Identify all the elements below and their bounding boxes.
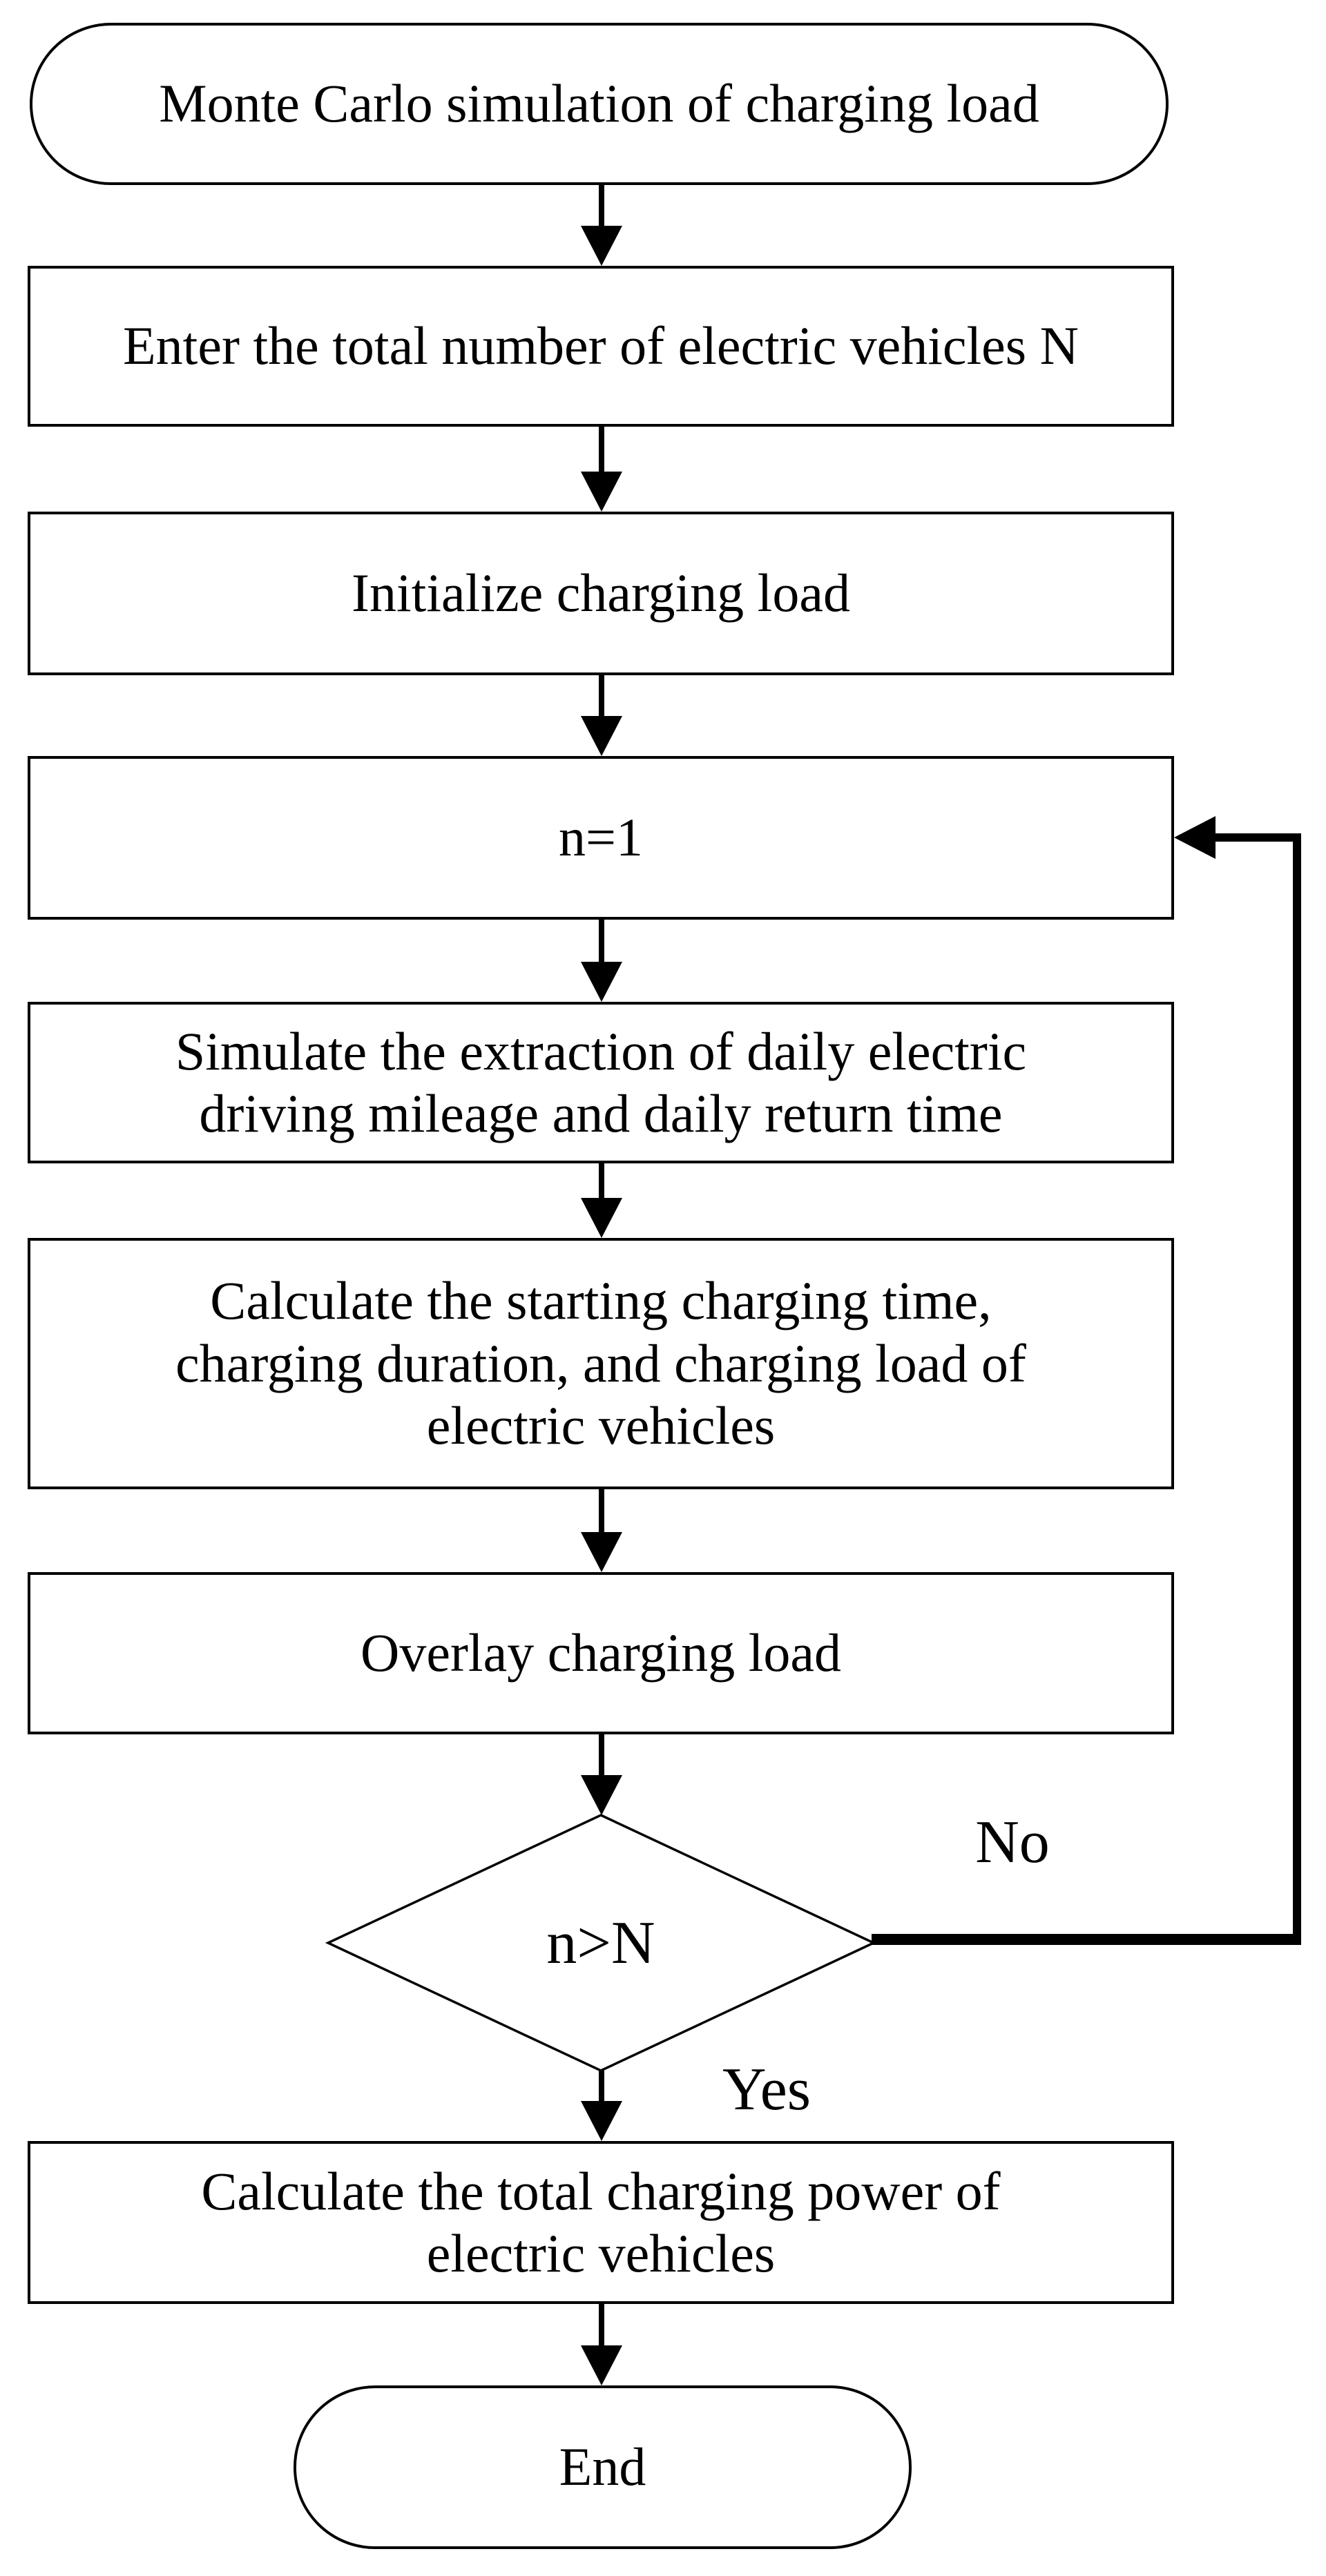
node-simulate: Simulate the extraction of daily electri… (28, 1002, 1174, 1163)
edge-label-no: No (975, 1808, 1050, 1876)
node-calc-total: Calculate the total charging power of el… (28, 2141, 1174, 2304)
arrowhead-enter-to-initialize (581, 472, 622, 512)
arrowhead-simulate-to-calcstart (581, 1198, 622, 1238)
node-calc-start-label: Calculate the starting charging time, ch… (175, 1270, 1026, 1456)
arrowhead-no-branch-to-n1 (1174, 816, 1216, 859)
connector-enter-to-initialize (599, 427, 604, 474)
arrowhead-calctotal-to-end (581, 2345, 622, 2385)
arrowhead-decision-to-calctotal (581, 2101, 622, 2141)
connector-initialize-to-n1 (599, 675, 604, 718)
node-simulate-label: Simulate the extraction of daily electri… (175, 1020, 1027, 1143)
no-branch-line-top (1213, 833, 1301, 842)
node-start: Monte Carlo simulation of charging load (30, 23, 1169, 185)
connector-start-to-enter (599, 185, 604, 228)
node-n-equals-1: n=1 (28, 756, 1174, 920)
node-start-label: Monte Carlo simulation of charging load (159, 73, 1039, 134)
node-calc-total-label: Calculate the total charging power of el… (201, 2160, 1001, 2283)
node-initialize: Initialize charging load (28, 512, 1174, 675)
arrowhead-calcstart-to-overlay (581, 1532, 622, 1572)
node-decision-label: n>N (546, 1909, 655, 1977)
node-n-equals-1-label: n=1 (559, 807, 643, 868)
connector-decision-to-calctotal (599, 2071, 604, 2104)
node-enter-n-label: Enter the total number of electric vehic… (123, 316, 1079, 376)
connector-simulate-to-calcstart (599, 1163, 604, 1200)
connector-n1-to-simulate (599, 920, 604, 964)
arrowhead-start-to-enter (581, 226, 622, 266)
node-initialize-label: Initialize charging load (352, 563, 850, 623)
edge-label-yes: Yes (722, 2055, 811, 2123)
connector-calctotal-to-end (599, 2304, 604, 2347)
node-calc-start: Calculate the starting charging time, ch… (28, 1238, 1174, 1489)
connector-overlay-to-decision (599, 1734, 604, 1777)
no-branch-line-vertical (1293, 833, 1301, 1945)
connector-calcstart-to-overlay (599, 1489, 604, 1534)
node-overlay: Overlay charging load (28, 1572, 1174, 1734)
arrowhead-overlay-to-decision (581, 1775, 622, 1815)
no-branch-line-bottom (872, 1934, 1301, 1945)
node-end: End (294, 2385, 912, 2549)
node-end-label: End (559, 2437, 646, 2497)
arrowhead-initialize-to-n1 (581, 716, 622, 756)
node-overlay-label: Overlay charging load (361, 1623, 841, 1683)
node-enter-n: Enter the total number of electric vehic… (28, 266, 1174, 427)
arrowhead-n1-to-simulate (581, 962, 622, 1002)
